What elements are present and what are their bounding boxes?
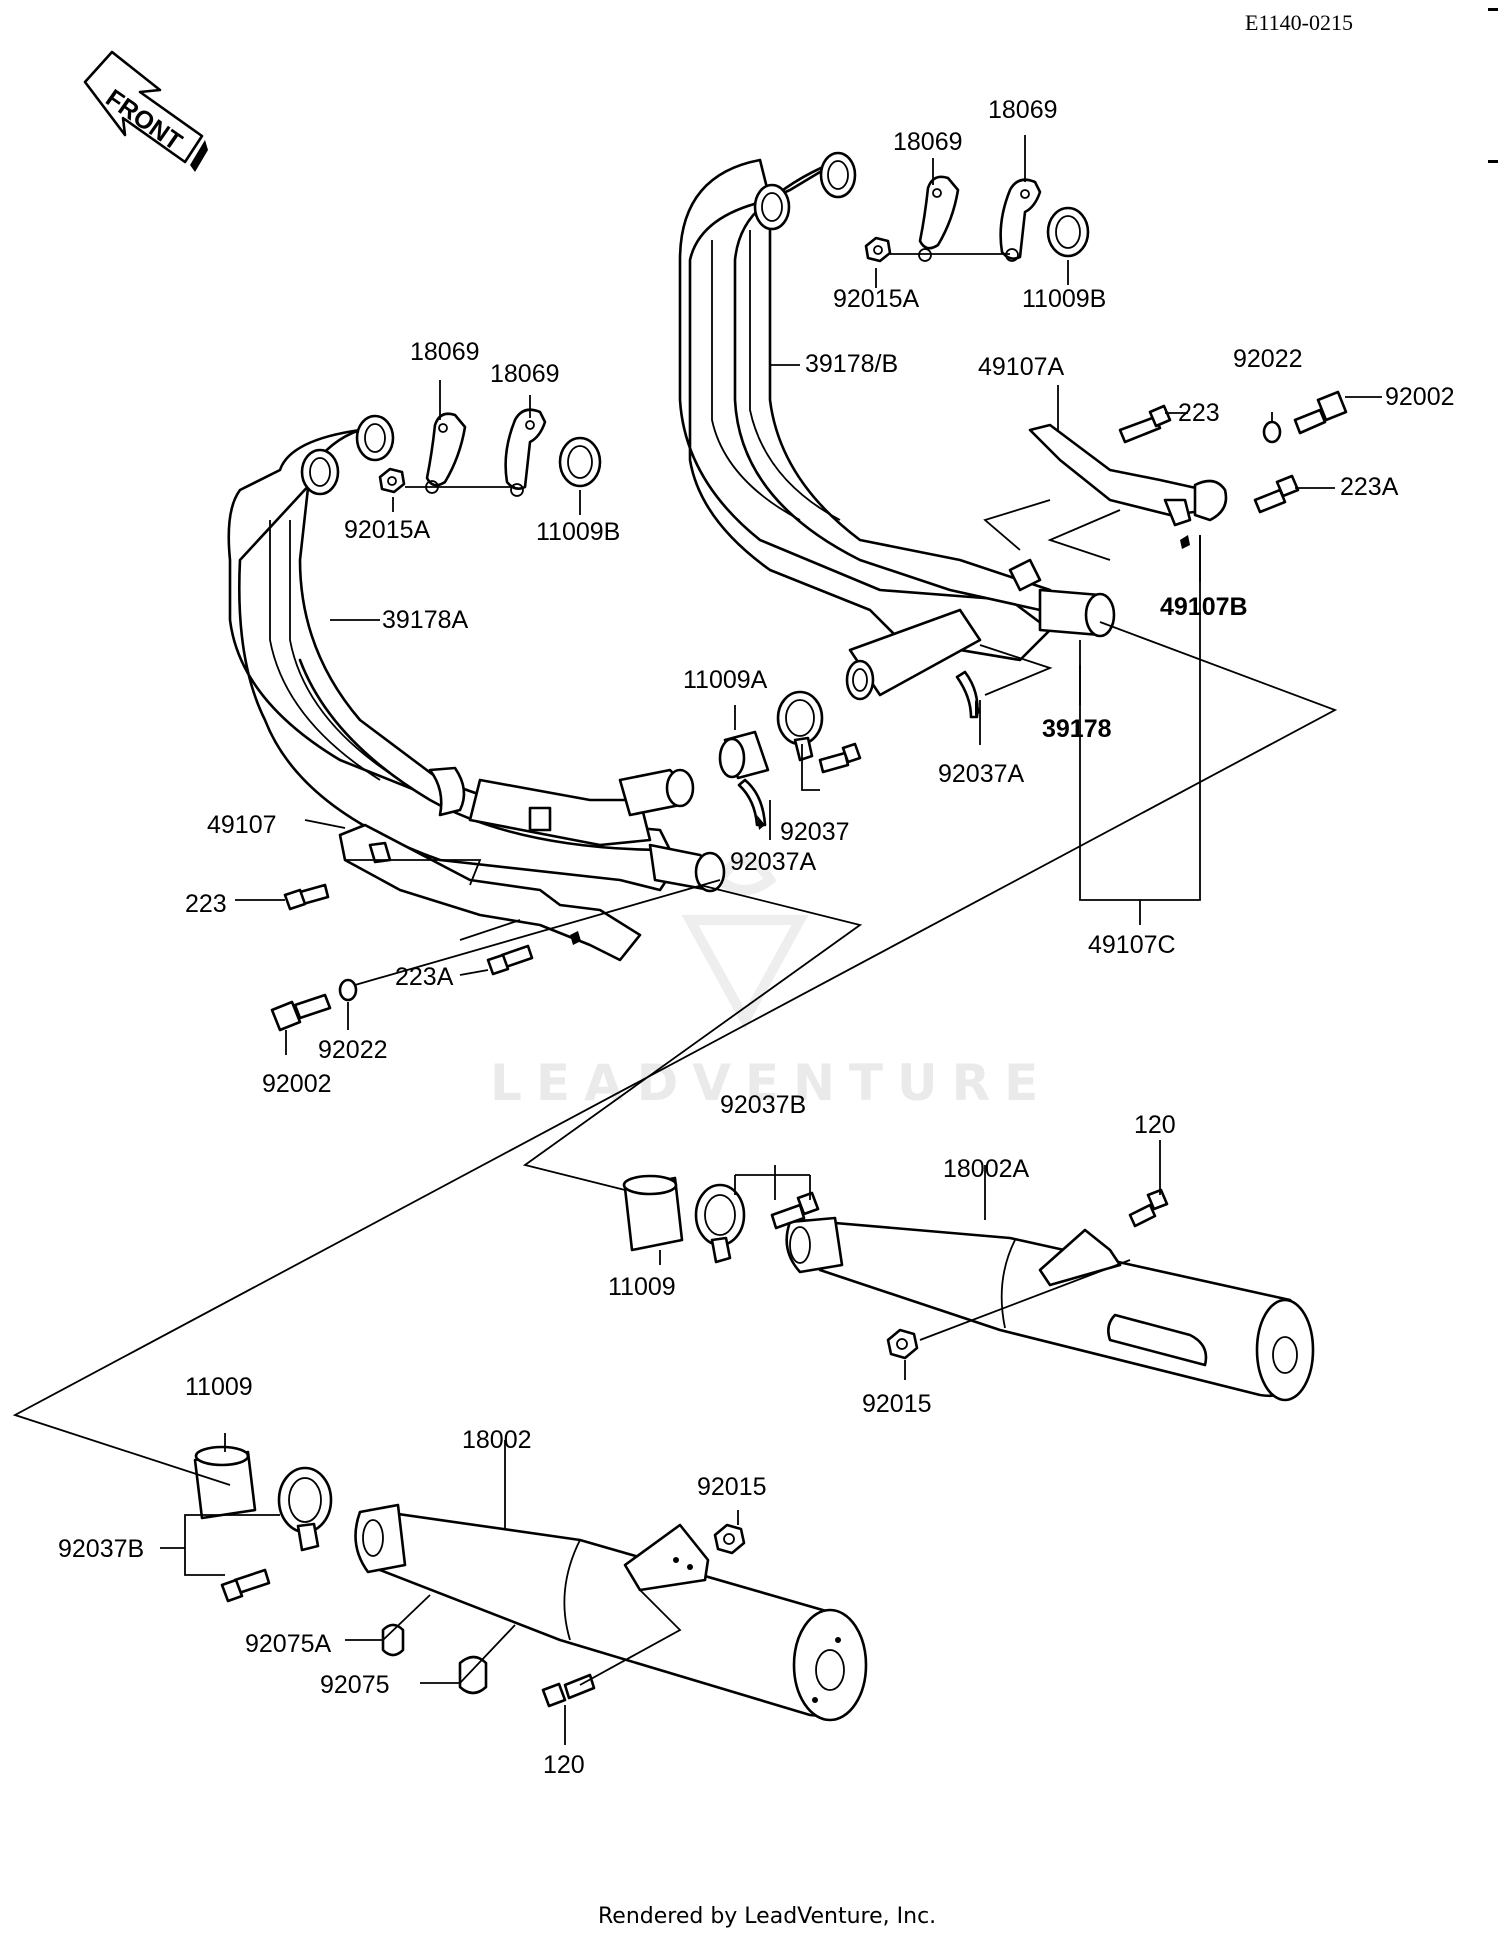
label-49107A: 49107A	[978, 353, 1065, 381]
label-92075A: 92075A	[245, 1630, 332, 1658]
label-223A: 223A	[395, 963, 454, 991]
watermark-text: LEADVENTURE	[490, 1054, 1052, 1112]
leader-lines	[12, 135, 1382, 1745]
label-92015: 92015	[697, 1473, 767, 1501]
muffler-18002	[354, 1503, 868, 1722]
label-92002: 92002	[1385, 383, 1455, 411]
label-18069: 18069	[893, 128, 963, 156]
bolt-120-lower	[541, 1673, 596, 1708]
washer-92022-right	[1262, 420, 1282, 444]
label-49107C: 49107C	[1088, 931, 1176, 959]
muffler-18002A	[785, 1216, 1315, 1402]
label-120: 120	[1134, 1111, 1176, 1139]
label-49107: 49107	[207, 811, 277, 839]
flange-18069-right-2	[999, 178, 1042, 262]
clamp-92037A-right	[955, 670, 981, 719]
label-39178: 39178	[1042, 715, 1112, 743]
gasket-11009-lower	[193, 1445, 257, 1520]
label-18069: 18069	[988, 96, 1058, 124]
label-39178B: 39178/B	[805, 350, 898, 378]
bracket-49107A	[1028, 423, 1228, 549]
bolt-92002-right	[1293, 390, 1348, 435]
label-92022: 92022	[318, 1036, 388, 1064]
label-92002: 92002	[262, 1070, 332, 1098]
label-223: 223	[1178, 399, 1220, 427]
exhaust-pipe-39178B	[678, 151, 1116, 701]
part-labels: 18069 18069 92015A 11009B 39178/B 49107A…	[58, 96, 1455, 1779]
label-223: 223	[185, 890, 227, 918]
label-92015A: 92015A	[344, 516, 431, 544]
bolt-92037	[818, 742, 862, 774]
label-92022: 92022	[1233, 345, 1303, 373]
flange-18069-left-1	[425, 412, 467, 494]
label-92075: 92075	[320, 1671, 390, 1699]
edge-mark-2	[1488, 160, 1498, 163]
label-11009A: 11009A	[683, 666, 768, 694]
label-18069: 18069	[410, 338, 480, 366]
label-18069: 18069	[490, 360, 560, 388]
exhaust-pipe-39178A	[227, 414, 726, 893]
label-39178A: 39178A	[382, 606, 469, 634]
nut-92015-upper	[886, 1328, 919, 1360]
label-92037B: 92037B	[720, 1091, 806, 1119]
flange-18069-right-1	[918, 175, 960, 262]
bolt-223-right	[1118, 404, 1172, 444]
label-18002: 18002	[462, 1426, 532, 1454]
label-11009: 11009	[185, 1373, 253, 1401]
label-11009: 11009	[608, 1273, 676, 1301]
washer-92022-left	[338, 978, 358, 1002]
nut-92015A-left	[378, 467, 406, 494]
label-11009B: 11009B	[1022, 285, 1106, 313]
gasket-11009-upper	[622, 1174, 684, 1252]
bolt-223-left	[283, 883, 330, 911]
label-223A: 223A	[1340, 473, 1399, 501]
label-92015: 92015	[862, 1390, 932, 1418]
clamp-92037B-upper	[694, 1183, 746, 1264]
grommet-92075	[458, 1655, 488, 1695]
gasket-11009A	[718, 730, 770, 780]
label-92037A: 92037A	[938, 760, 1025, 788]
grommet-92075A	[381, 1623, 405, 1657]
flange-18069-left-2	[504, 408, 547, 497]
label-92037: 92037	[780, 818, 850, 846]
clamp-92037B-lower	[277, 1466, 333, 1552]
label-92037A: 92037A	[730, 848, 817, 876]
footer-credit: Rendered by LeadVenture, Inc.	[598, 1904, 936, 1929]
label-92015A: 92015A	[833, 285, 920, 313]
gasket-11009B-right	[1046, 206, 1090, 258]
bolt-223A-left	[486, 944, 534, 976]
nut-92015A-right	[864, 236, 892, 263]
front-arrow-icon: FRONT	[83, 50, 208, 172]
edge-mark-1	[1488, 8, 1498, 11]
bolt-223A-right	[1253, 474, 1300, 514]
diagram-code: E1140-0215	[1245, 10, 1353, 35]
bolt-92037B-lower	[220, 1568, 271, 1603]
bolt-120-upper	[1128, 1188, 1169, 1228]
nut-92015-lower	[713, 1523, 746, 1555]
label-18002A: 18002A	[943, 1155, 1030, 1183]
gasket-11009B-left	[558, 436, 602, 488]
bolt-92037B-upper	[770, 1191, 820, 1230]
label-11009B: 11009B	[536, 518, 620, 546]
watermark: LEADVENTURE	[490, 855, 1052, 1112]
clamp-92037A-left	[737, 778, 767, 830]
label-120: 120	[543, 1751, 585, 1779]
clamp-92037	[776, 690, 824, 762]
bolt-92002-left	[270, 993, 332, 1032]
label-49107B: 49107B	[1160, 593, 1248, 621]
label-92037B: 92037B	[58, 1535, 144, 1563]
